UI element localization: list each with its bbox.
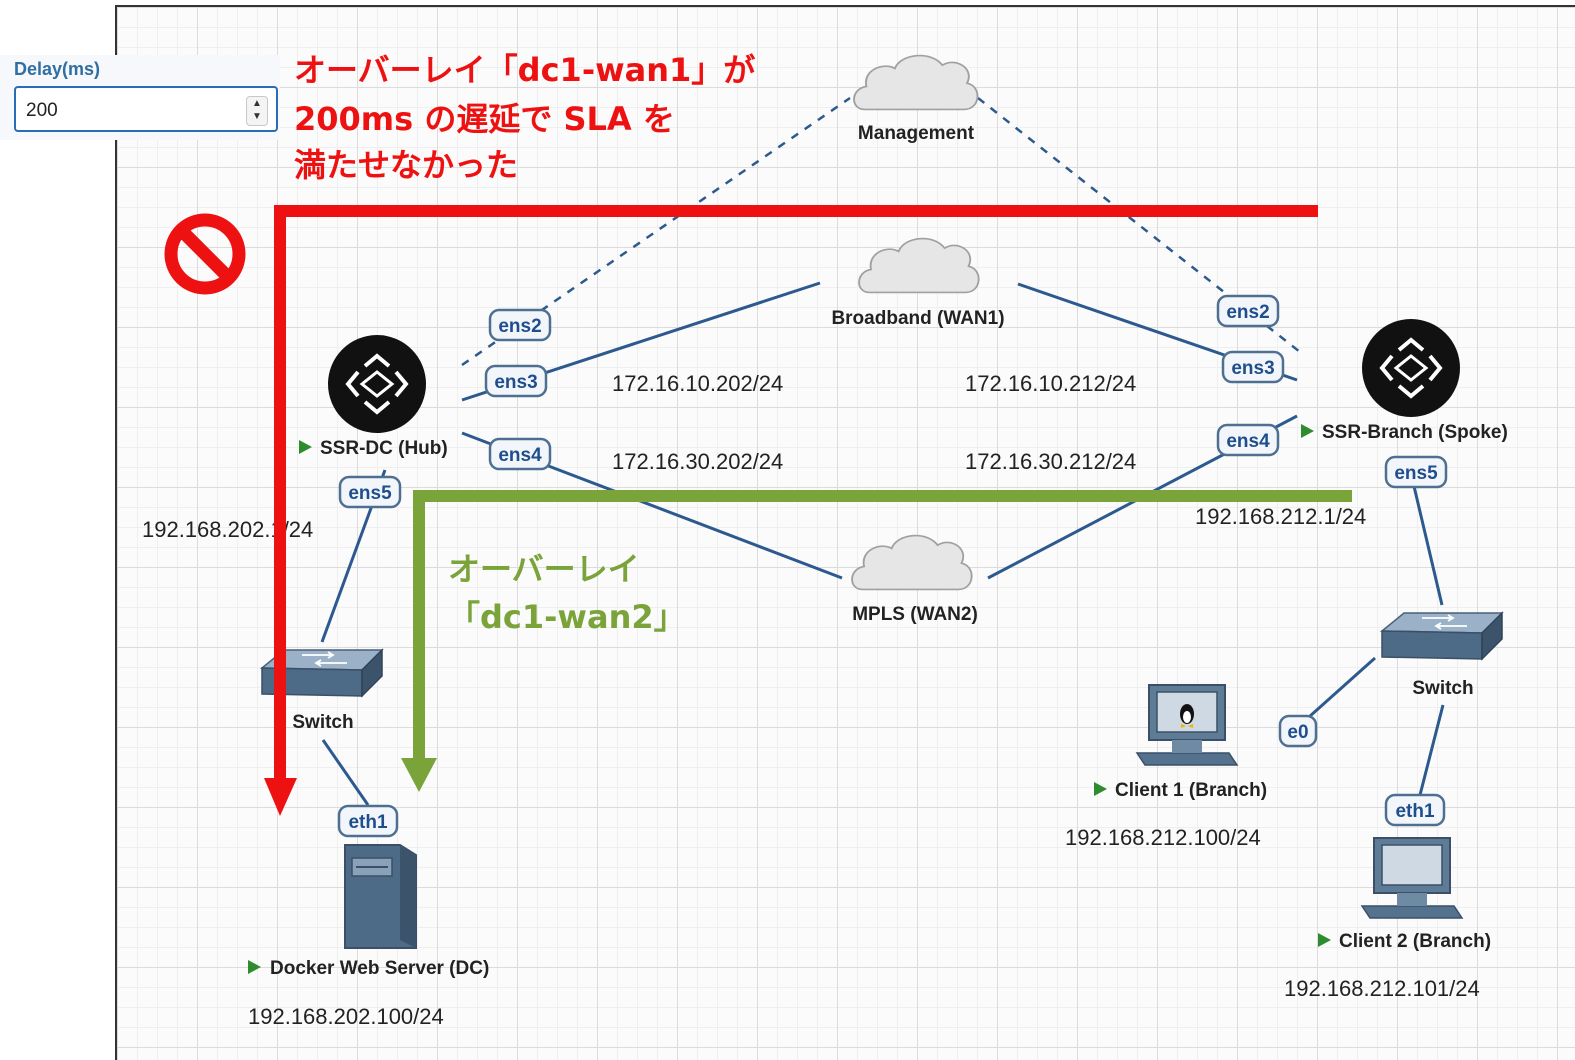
delay-label: Delay(ms) (14, 59, 101, 79)
ip-client1: 192.168.212.100/24 (1065, 825, 1261, 850)
ip-dc-wan1: 172.16.10.202/24 (612, 371, 783, 396)
router-icon (328, 335, 426, 433)
link-switch-docker (321, 739, 370, 806)
svg-text:ens5: ens5 (348, 483, 392, 504)
client1-label: Client 1 (Branch) (1115, 780, 1267, 801)
svg-text:ens3: ens3 (1231, 358, 1274, 379)
iface-dc-ens5[interactable]: ens5 (338, 475, 402, 509)
switch-icon (1381, 612, 1503, 660)
annotation-red-line1: オーバーレイ「dc1-wan1」が (294, 51, 755, 89)
workstation-icon (1136, 684, 1238, 766)
delay-spinner[interactable]: ▲▼ (246, 96, 268, 126)
overlay-path-dc1-wan1 (264, 205, 1318, 816)
annotation-green-line2: 「dc1-wan2」 (448, 598, 686, 636)
play-icon[interactable] (1318, 933, 1331, 947)
iface-branch-ens5[interactable]: ens5 (1384, 455, 1448, 489)
svg-text:ens2: ens2 (498, 316, 541, 337)
cloud-broadband-label: Broadband (WAN1) (831, 308, 1004, 329)
ip-dc-wan2: 172.16.30.202/24 (612, 449, 783, 474)
switch-branch[interactable]: Switch (1381, 612, 1503, 699)
svg-text:ens3: ens3 (494, 372, 537, 393)
ssr-dc-label: SSR-DC (Hub) (320, 438, 448, 459)
svg-text:ens5: ens5 (1394, 463, 1438, 484)
server-icon (344, 844, 417, 949)
cloud-management[interactable]: Management (853, 54, 979, 144)
ip-branch-wan1: 172.16.10.212/24 (965, 371, 1136, 396)
iface-dc-ens3[interactable]: ens3 (484, 364, 548, 398)
annotation-red-line3: 満たせなかった (294, 146, 518, 184)
cloud-icon (851, 534, 973, 591)
cloud-mpls[interactable]: MPLS (WAN2) (851, 534, 978, 625)
svg-text:eth1: eth1 (1395, 801, 1435, 822)
play-icon[interactable] (248, 960, 261, 974)
overlay-path-dc1-wan2 (401, 490, 1352, 792)
iface-client1-e0[interactable]: e0 (1278, 714, 1318, 748)
switch-dc[interactable]: Switch (261, 649, 383, 733)
router-icon (1362, 319, 1460, 417)
docker-label: Docker Web Server (DC) (270, 958, 489, 979)
no-entry-icon (164, 213, 246, 295)
svg-text:ens4: ens4 (498, 445, 542, 466)
switch-branch-label: Switch (1412, 678, 1473, 699)
ip-client2: 192.168.212.101/24 (1284, 976, 1480, 1001)
client-1[interactable]: Client 1 (Branch) (1094, 684, 1267, 801)
iface-branch-ens4[interactable]: ens4 (1216, 423, 1280, 457)
docker-web-server[interactable]: Docker Web Server (DC) (248, 844, 489, 979)
svg-text:e0: e0 (1287, 722, 1308, 743)
ssr-branch-label: SSR-Branch (Spoke) (1322, 422, 1508, 443)
workstation-icon (1361, 837, 1463, 919)
svg-text:eth1: eth1 (348, 812, 388, 833)
iface-dc-ens4[interactable]: ens4 (488, 437, 552, 471)
ip-branch-lan: 192.168.212.1/24 (1195, 504, 1366, 529)
client2-label: Client 2 (Branch) (1339, 931, 1491, 952)
link-switch-client2 (1418, 704, 1445, 796)
ip-docker: 192.168.202.100/24 (248, 1004, 444, 1029)
delay-control: Delay(ms) 200 ▲▼ (0, 55, 280, 140)
linux-penguin-icon (1180, 704, 1194, 728)
router-ssr-branch[interactable]: SSR-Branch (Spoke) (1301, 319, 1508, 443)
cloud-management-label: Management (858, 123, 975, 144)
play-icon[interactable] (1301, 424, 1314, 438)
arrow-down-icon (264, 778, 297, 816)
ip-dc-lan: 192.168.202.1/24 (142, 517, 313, 542)
iface-client2-eth1[interactable]: eth1 (1384, 793, 1446, 827)
annotation-green-line1: オーバーレイ (448, 550, 640, 588)
iface-docker-eth1[interactable]: eth1 (337, 804, 399, 838)
router-ssr-dc[interactable]: SSR-DC (Hub) (299, 335, 448, 459)
iface-branch-ens3[interactable]: ens3 (1221, 350, 1285, 384)
play-icon[interactable] (299, 440, 312, 454)
cloud-icon (853, 54, 979, 111)
iface-branch-ens2[interactable]: ens2 (1216, 294, 1280, 328)
iface-dc-ens2[interactable]: ens2 (488, 308, 552, 342)
delay-input[interactable]: 200 ▲▼ (14, 86, 278, 132)
delay-value: 200 (26, 100, 58, 121)
svg-text:ens2: ens2 (1226, 302, 1269, 323)
ip-branch-wan2: 172.16.30.212/24 (965, 449, 1136, 474)
arrow-down-icon (401, 758, 437, 792)
link-switch-client1 (1299, 656, 1376, 727)
cloud-mpls-label: MPLS (WAN2) (852, 604, 978, 625)
svg-text:ens4: ens4 (1226, 431, 1270, 452)
cloud-broadband[interactable]: Broadband (WAN1) (831, 237, 1005, 329)
play-icon[interactable] (1094, 782, 1107, 796)
link-branch-switch (1411, 481, 1444, 606)
cloud-icon (858, 237, 980, 294)
client-2[interactable]: Client 2 (Branch) (1318, 837, 1491, 952)
annotation-red-line2: 200ms の遅延で SLA を (294, 100, 675, 138)
switch-dc-label: Switch (292, 712, 353, 733)
